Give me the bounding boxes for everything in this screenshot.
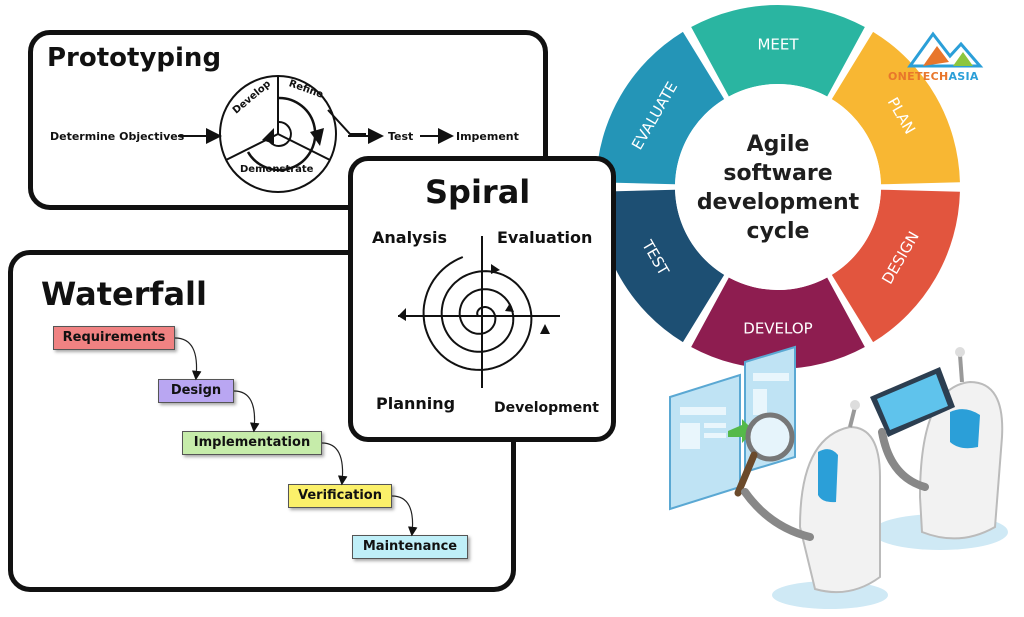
brand-name-part-2: ASIA bbox=[948, 70, 979, 83]
agile-segment-test bbox=[596, 189, 725, 343]
spiral-arrowhead-2 bbox=[491, 264, 500, 274]
agile-title-line-1: Agile bbox=[747, 132, 810, 157]
spiral-arrowhead-3 bbox=[540, 324, 550, 334]
prototyping-title: Prototyping bbox=[47, 43, 222, 73]
robot-left-icon bbox=[741, 400, 881, 594]
agile-segment-design bbox=[831, 189, 960, 343]
spiral-title: Spiral bbox=[425, 173, 531, 211]
label-demonstrate: Demonstrate bbox=[240, 164, 314, 175]
spiral-diagram bbox=[398, 236, 560, 388]
waterfall-title: Waterfall bbox=[41, 275, 207, 313]
agile-center-disc bbox=[675, 84, 881, 290]
prototyping-inner-loop bbox=[246, 96, 317, 172]
agile-segment-plan bbox=[831, 31, 960, 185]
prototyping-diagram bbox=[178, 75, 454, 193]
waterfall-step-implementation: Implementation bbox=[182, 431, 322, 455]
spiral-label-planning: Planning bbox=[376, 394, 456, 413]
agile-title-line-2: software bbox=[723, 161, 832, 186]
waterfall-step-design: Design bbox=[158, 379, 234, 403]
spiral-arrowhead-4 bbox=[505, 303, 514, 312]
label-implement: Impement bbox=[456, 130, 519, 143]
agile-title-line-4: cycle bbox=[747, 219, 810, 244]
agile-label-meet: MEET bbox=[757, 36, 799, 54]
robots-illustration bbox=[669, 345, 1008, 609]
spiral-label-analysis: Analysis bbox=[372, 228, 448, 247]
agile-label-develop: DEVELOP bbox=[743, 320, 812, 338]
brand-logo-mountains bbox=[907, 31, 984, 68]
brand-name-part-1: ONETECH bbox=[888, 70, 949, 83]
tablet-icon bbox=[870, 367, 955, 437]
agile-title-line-3: development bbox=[697, 190, 860, 215]
spiral-label-evaluation: Evaluation bbox=[497, 228, 593, 247]
agile-segment-develop bbox=[691, 277, 865, 369]
agile-segment-evaluate bbox=[596, 31, 725, 185]
waterfall-step-verification: Verification bbox=[288, 484, 392, 508]
label-determine-objectives: Determine Objectives bbox=[50, 130, 185, 143]
prototyping-arrowhead-left bbox=[262, 128, 274, 144]
waterfall-step-requirements: Requirements bbox=[53, 326, 175, 350]
magnifier-icon bbox=[734, 412, 795, 497]
waterfall-step-maintenance: Maintenance bbox=[352, 535, 468, 559]
prototyping-arrowhead-right bbox=[310, 128, 324, 146]
label-test: Test bbox=[388, 130, 414, 143]
screen-panel-left-icon bbox=[669, 373, 741, 511]
spiral-arrowhead-1 bbox=[398, 308, 406, 321]
brand-logo-text: ONETECHASIA bbox=[888, 70, 979, 83]
spiral-curve bbox=[422, 256, 533, 371]
robot-right-icon bbox=[870, 347, 1004, 540]
spiral-label-development: Development bbox=[494, 400, 599, 416]
agile-segment-meet bbox=[691, 5, 865, 97]
